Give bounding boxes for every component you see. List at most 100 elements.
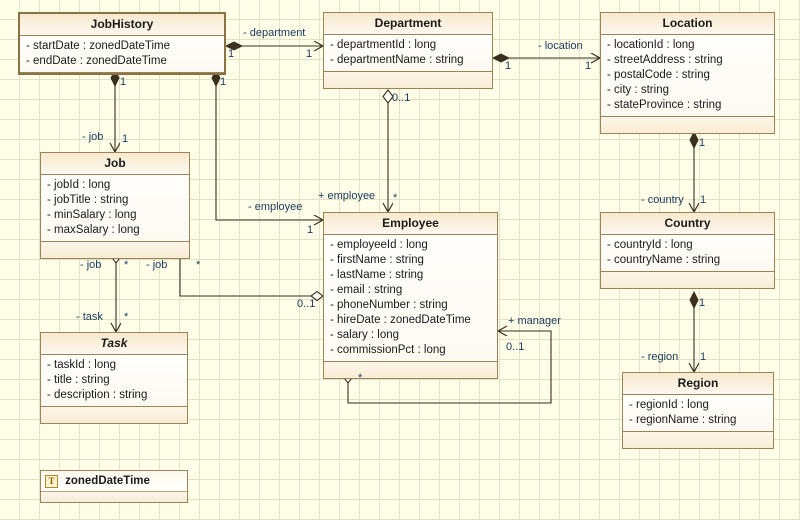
attribute: - hireDate : zonedDateTime xyxy=(330,314,471,326)
mult-employee-manager-target: 0..1 xyxy=(506,341,525,353)
class-operations-region xyxy=(623,432,773,448)
attribute: - firstName : string xyxy=(330,254,424,266)
edge-jobhistory-job xyxy=(111,68,119,152)
edge-label-manager: + manager xyxy=(508,315,561,327)
class-node-jobhistory[interactable]: JobHistory - startDate : zonedDateTime -… xyxy=(18,12,226,75)
edge-label-employee-from-department: + employee xyxy=(318,190,376,202)
datatype-node-zoneddatetime[interactable]: T zonedDateTime xyxy=(40,470,188,503)
mult-employee-job-target: * xyxy=(196,259,201,271)
attribute: - streetAddress : string xyxy=(607,54,723,66)
edge-location-country xyxy=(690,130,698,212)
class-node-location[interactable]: Location - locationId : long - streetAdd… xyxy=(600,12,775,134)
attribute: - minSalary : long xyxy=(47,209,137,221)
class-title-country: Country xyxy=(601,213,774,235)
class-title-employee: Employee xyxy=(324,213,497,235)
mult-jobhistory-department-target: 1 xyxy=(306,48,313,60)
mult-department-location-target: 1 xyxy=(585,60,592,72)
edge-label-job-from-jobhistory: - job xyxy=(82,131,104,143)
class-operations-country xyxy=(601,272,774,288)
edge-department-employee xyxy=(382,89,394,212)
class-operations-job xyxy=(41,242,189,258)
attribute: - taskId : long xyxy=(47,359,117,371)
class-attributes-department: - departmentId : long - departmentName :… xyxy=(324,35,492,72)
edge-label-department: - department xyxy=(243,27,306,39)
class-node-region[interactable]: Region - regionId : long - regionName : … xyxy=(622,372,774,449)
class-title-location: Location xyxy=(601,13,774,35)
attribute: - departmentId : long xyxy=(330,39,437,51)
mult-jobhistory-employee-target: 1 xyxy=(307,224,314,236)
attribute: - maxSalary : long xyxy=(47,224,140,236)
mult-employee-job-source: 0..1 xyxy=(297,298,316,310)
class-attributes-task: - taskId : long - title : string - descr… xyxy=(41,355,187,407)
attribute: - description : string xyxy=(47,389,148,401)
mult-job-task-target: * xyxy=(124,311,129,323)
attribute: - regionName : string xyxy=(629,414,737,426)
mult-country-region-source: 1 xyxy=(699,297,706,309)
edge-label-country: - country xyxy=(641,194,684,206)
class-title-job: Job xyxy=(41,153,189,175)
edge-employee-job xyxy=(180,250,324,302)
attribute: - stateProvince : string xyxy=(607,99,722,111)
mult-jobhistory-job-source: 1 xyxy=(120,76,127,88)
class-node-task[interactable]: Task - taskId : long - title : string - … xyxy=(40,332,188,424)
edge-label-job-to-task: - job xyxy=(80,259,102,271)
attribute: - phoneNumber : string xyxy=(330,299,448,311)
attribute: - startDate : zonedDateTime xyxy=(26,40,171,52)
mult-country-region-target: 1 xyxy=(700,351,707,363)
class-operations-location xyxy=(601,117,774,133)
class-attributes-location: - locationId : long - streetAddress : st… xyxy=(601,35,774,117)
class-attributes-country: - countryId : long - countryName : strin… xyxy=(601,235,774,272)
attribute: - title : string xyxy=(47,374,110,386)
datatype-header: T zonedDateTime xyxy=(41,471,187,492)
mult-job-task-source: * xyxy=(124,259,129,271)
class-title-jobhistory: JobHistory xyxy=(20,14,224,36)
class-node-job[interactable]: Job - jobId : long - jobTitle : string -… xyxy=(40,152,190,259)
attribute: - email : string xyxy=(330,284,403,296)
attribute: - countryId : long xyxy=(607,239,693,251)
class-title-region: Region xyxy=(623,373,773,395)
edge-jobhistory-employee xyxy=(211,68,323,220)
attribute: - lastName : string xyxy=(330,269,424,281)
class-attributes-region: - regionId : long - regionName : string xyxy=(623,395,773,432)
class-operations-employee xyxy=(324,362,497,378)
class-attributes-jobhistory: - startDate : zonedDateTime - endDate : … xyxy=(20,36,224,73)
attribute: - locationId : long xyxy=(607,39,695,51)
class-node-country[interactable]: Country - countryId : long - countryName… xyxy=(600,212,775,289)
mult-department-employee-target: * xyxy=(393,192,398,204)
attribute: - employeeId : long xyxy=(330,239,428,251)
edge-label-region: - region xyxy=(641,351,679,363)
mult-department-location-source: 1 xyxy=(505,60,512,72)
mult-location-country-target: 1 xyxy=(700,194,707,206)
attribute: - countryName : string xyxy=(607,254,721,266)
edge-country-region xyxy=(690,290,698,372)
class-operations-department xyxy=(324,72,492,88)
datatype-name: zonedDateTime xyxy=(65,475,150,487)
attribute: - postalCode : string xyxy=(607,69,710,81)
attribute: - departmentName : string xyxy=(330,54,464,66)
datatype-t-icon: T xyxy=(45,474,58,488)
edge-label-task: - task xyxy=(76,311,103,323)
edge-label-employee-from-jobhistory: - employee xyxy=(248,201,303,213)
mult-jobhistory-department-source: 1 xyxy=(228,48,235,60)
edge-label-location: - location xyxy=(538,40,583,52)
attribute: - commissionPct : long xyxy=(330,344,446,356)
mult-location-country-source: 1 xyxy=(699,137,706,149)
edge-label-job-from-employee: - job xyxy=(146,259,168,271)
datatype-body xyxy=(41,492,187,502)
class-title-department: Department xyxy=(324,13,492,35)
class-node-department[interactable]: Department - departmentId : long - depar… xyxy=(323,12,493,89)
class-attributes-job: - jobId : long - jobTitle : string - min… xyxy=(41,175,189,242)
class-attributes-employee: - employeeId : long - firstName : string… xyxy=(324,235,497,362)
attribute: - jobId : long xyxy=(47,179,111,191)
attribute: - endDate : zonedDateTime xyxy=(26,55,167,67)
mult-jobhistory-employee-source: 1 xyxy=(220,76,227,88)
mult-jobhistory-job-target: 1 xyxy=(122,133,129,145)
attribute: - city : string xyxy=(607,84,669,96)
attribute: - salary : long xyxy=(330,329,400,341)
mult-department-employee-source: 0..1 xyxy=(392,92,411,104)
class-node-employee[interactable]: Employee - employeeId : long - firstName… xyxy=(323,212,498,379)
edge-job-task xyxy=(110,249,122,332)
mult-employee-manager-source: * xyxy=(358,372,363,384)
class-title-task: Task xyxy=(41,333,187,355)
